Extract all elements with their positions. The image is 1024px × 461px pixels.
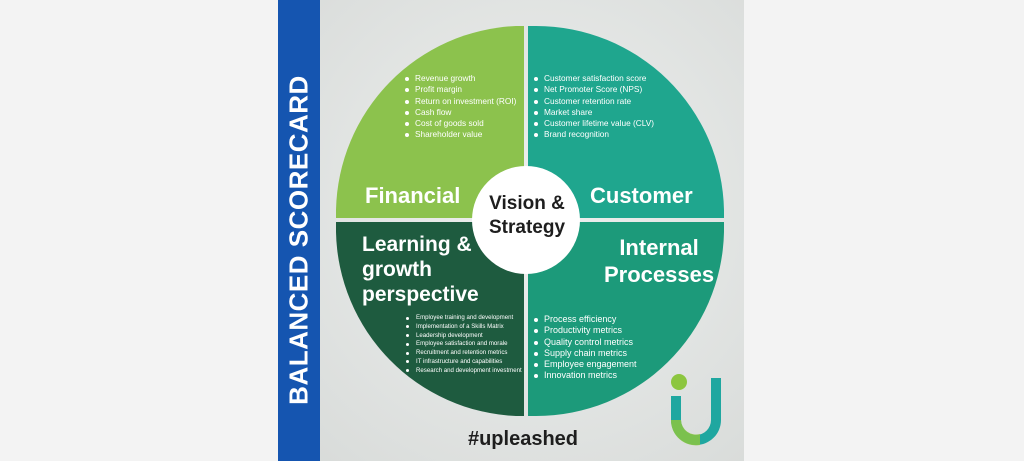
learning-title-line: Learning & [362,233,472,256]
customer-list: Customer satisfaction score Net Promoter… [534,73,654,141]
financial-list: Revenue growth Profit margin Return on i… [405,73,516,141]
list-item: Employee engagement [534,359,637,370]
internal-title: Internal Processes [604,234,714,288]
list-item: Customer retention rate [534,96,654,107]
list-item: Employee training and development [406,314,522,323]
list-item: Return on investment (ROI) [405,96,516,107]
learning-title-line: perspective [362,283,479,306]
list-item: Brand recognition [534,129,654,140]
learning-title-line: growth [362,258,432,281]
list-item: Productivity metrics [534,325,637,336]
learning-quadrant [336,222,524,416]
list-item: Recruitment and retention metrics [406,349,522,358]
center-line: Strategy [488,217,566,238]
list-item: Shareholder value [405,129,516,140]
list-item: Process efficiency [534,314,637,325]
financial-title: Financial [365,183,461,208]
customer-quadrant [528,25,724,218]
list-item: Net Promoter Score (NPS) [534,84,654,95]
list-item: Innovation metrics [534,370,637,381]
sidebar: BALANCED SCORECARD [278,0,320,461]
list-item: Research and development investment [406,367,522,376]
upleashed-logo-icon [670,374,721,446]
list-item: Revenue growth [405,73,516,84]
center-line: Vision & [489,193,565,214]
financial-quadrant [336,26,524,218]
list-item: Market share [534,107,654,118]
list-item: Cash flow [405,107,516,118]
learning-list: Employee training and development Implem… [406,314,522,376]
list-item: Implementation of a Skills Matrix [406,323,522,332]
list-item: Profit margin [405,84,516,95]
internal-list: Process efficiency Productivity metrics … [534,314,637,382]
list-item: Cost of goods sold [405,118,516,129]
customer-title: Customer [590,183,693,208]
internal-title-line: Internal [619,235,699,260]
internal-title-line: Processes [604,262,715,287]
list-item: Leadership development [406,332,522,341]
center-circle [472,166,580,274]
list-item: Customer satisfaction score [534,73,654,84]
center-label: Vision & Strategy [484,192,570,240]
list-item: Employee satisfaction and morale [406,340,522,349]
list-item: Supply chain metrics [534,348,637,359]
hashtag: #upleashed [467,428,579,450]
learning-title: Learning & growth perspective [362,232,479,307]
list-item: Quality control metrics [534,337,637,348]
internal-quadrant [528,222,724,416]
list-item: IT infrastructure and capabilities [406,358,522,367]
list-item: Customer lifetime value (CLV) [534,118,654,129]
